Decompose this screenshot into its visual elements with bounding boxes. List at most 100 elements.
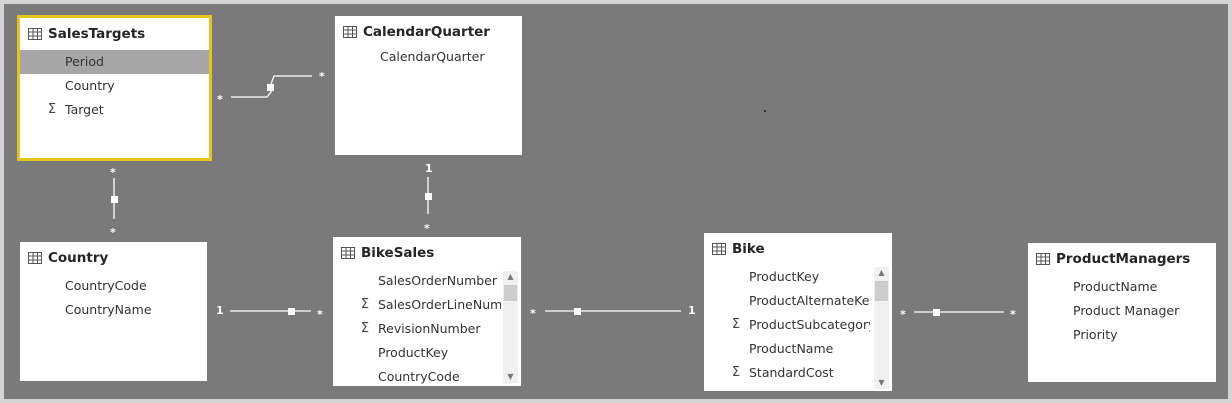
- relationship-layer: * * * * 1 * 1 * * 1: [110, 70, 1016, 321]
- table-card-bikesales[interactable]: BikeSales SalesOrderNumber Σ SalesOrderL…: [333, 237, 521, 386]
- cardinality-label: 1: [425, 162, 433, 175]
- table-header[interactable]: SalesTargets: [20, 18, 209, 50]
- field-productkey[interactable]: ProductKey: [333, 341, 501, 365]
- field-label: ProductKey: [749, 269, 820, 284]
- filter-direction-icon: [933, 309, 940, 316]
- model-canvas[interactable]: SalesTargets Period Country Σ Target: [4, 4, 1228, 399]
- table-title: SalesTargets: [48, 26, 146, 42]
- table-title: CalendarQuarter: [363, 24, 490, 40]
- field-productmanager[interactable]: Product Manager: [1028, 299, 1216, 323]
- table-title: Bike: [732, 241, 765, 257]
- table-grid-icon: [341, 247, 355, 259]
- field-countryname[interactable]: CountryName: [20, 298, 207, 322]
- scroll-thumb[interactable]: [504, 285, 517, 301]
- field-label: CountryCode: [378, 369, 460, 384]
- table-header[interactable]: ProductManagers: [1028, 243, 1216, 275]
- filter-direction-icon: [425, 193, 432, 200]
- cardinality-label: *: [1010, 308, 1016, 321]
- sigma-icon: Σ: [360, 297, 370, 312]
- sigma-icon: Σ: [360, 321, 370, 336]
- filter-direction-icon: [267, 84, 274, 91]
- vertical-scrollbar[interactable]: ▲ ▼: [503, 271, 518, 383]
- field-salesorderlinenumber[interactable]: Σ SalesOrderLineNumb: [333, 293, 501, 317]
- field-revisionnumber[interactable]: Σ RevisionNumber: [333, 317, 501, 341]
- cardinality-label: *: [424, 222, 430, 235]
- cardinality-label: 1: [216, 304, 224, 317]
- relationship-bike-productmanagers[interactable]: * *: [900, 308, 1016, 321]
- field-label: CountryName: [65, 302, 152, 317]
- field-label: Country: [65, 78, 115, 93]
- field-label: Priority: [1073, 327, 1118, 342]
- relationship-calendarquarter-bikesales[interactable]: 1 *: [424, 162, 433, 235]
- field-countrycode[interactable]: CountryCode: [333, 365, 501, 386]
- cardinality-label: *: [319, 70, 325, 83]
- field-label: CalendarQuarter: [380, 49, 485, 64]
- vertical-scrollbar[interactable]: ▲ ▼: [874, 267, 889, 389]
- table-card-country[interactable]: Country CountryCode CountryName: [20, 242, 207, 381]
- field-label: Period: [65, 54, 104, 69]
- field-productsubcategory[interactable]: Σ ProductSubcategory: [704, 313, 870, 337]
- relationship-salestargets-calendarquarter[interactable]: * *: [217, 70, 325, 106]
- field-standardcost[interactable]: Σ StandardCost: [704, 361, 870, 385]
- table-title: Country: [48, 250, 109, 266]
- table-card-productmanagers[interactable]: ProductManagers ProductName Product Mana…: [1028, 243, 1216, 382]
- chevron-down-icon[interactable]: ▼: [507, 372, 514, 381]
- field-label: ProductName: [749, 341, 834, 356]
- field-label: RevisionNumber: [378, 321, 481, 336]
- field-label: StandardCost: [749, 365, 834, 380]
- filter-direction-icon: [111, 196, 118, 203]
- chevron-up-icon[interactable]: ▲: [507, 272, 514, 281]
- field-productkey[interactable]: ProductKey: [704, 265, 870, 289]
- chevron-up-icon[interactable]: ▲: [878, 268, 885, 277]
- field-label: Target: [65, 102, 104, 117]
- table-grid-icon: [28, 252, 42, 264]
- sigma-icon: Σ: [47, 102, 57, 117]
- cardinality-label: *: [110, 166, 116, 179]
- table-grid-icon: [28, 28, 42, 40]
- table-grid-icon: [712, 243, 726, 255]
- field-countrycode[interactable]: CountryCode: [20, 274, 207, 298]
- relationship-salestargets-country[interactable]: * *: [110, 166, 118, 239]
- table-title: BikeSales: [361, 245, 435, 261]
- table-grid-icon: [1036, 253, 1050, 265]
- filter-direction-icon: [574, 308, 581, 315]
- field-label: ProductKey: [378, 345, 449, 360]
- table-card-salestargets[interactable]: SalesTargets Period Country Σ Target: [17, 15, 212, 161]
- cardinality-label: *: [530, 307, 536, 320]
- table-header[interactable]: Country: [20, 242, 207, 274]
- relationship-country-bikesales[interactable]: 1 *: [216, 304, 323, 321]
- cardinality-label: 1: [688, 304, 696, 317]
- table-header[interactable]: Bike: [704, 233, 892, 265]
- cardinality-label: *: [900, 308, 906, 321]
- table-card-bike[interactable]: Bike ProductKey ProductAlternateKey Σ Pr…: [704, 233, 892, 391]
- field-priority[interactable]: Priority: [1028, 323, 1216, 347]
- field-productname[interactable]: ProductName: [1028, 275, 1216, 299]
- relationship-bikesales-bike[interactable]: * 1: [530, 304, 696, 320]
- table-card-calendarquarter[interactable]: CalendarQuarter CalendarQuarter: [335, 16, 522, 155]
- filter-direction-icon: [288, 308, 295, 315]
- field-productalternatekey[interactable]: ProductAlternateKey: [704, 289, 870, 313]
- field-salesordernumber[interactable]: SalesOrderNumber: [333, 269, 501, 293]
- field-label: Product Manager: [1073, 303, 1180, 318]
- chevron-down-icon[interactable]: ▼: [878, 378, 885, 387]
- canvas-dot: [764, 110, 766, 112]
- table-header[interactable]: BikeSales: [333, 237, 521, 269]
- field-label: SalesOrderLineNumb: [378, 297, 501, 312]
- field-calendarquarter[interactable]: CalendarQuarter: [335, 45, 522, 69]
- cardinality-label: *: [110, 226, 116, 239]
- field-label: ProductName: [1073, 279, 1158, 294]
- field-productname[interactable]: ProductName: [704, 337, 870, 361]
- table-header[interactable]: CalendarQuarter: [335, 16, 522, 48]
- field-country[interactable]: Country: [20, 74, 209, 98]
- sigma-icon: Σ: [731, 365, 741, 380]
- field-label: SalesOrderNumber: [378, 273, 498, 288]
- table-grid-icon: [343, 26, 357, 38]
- field-period[interactable]: Period: [20, 50, 209, 74]
- field-target[interactable]: Σ Target: [20, 98, 209, 122]
- field-label: ProductAlternateKey: [749, 293, 870, 308]
- cardinality-label: *: [217, 93, 223, 106]
- cardinality-label: *: [317, 308, 323, 321]
- field-label: CountryCode: [65, 278, 147, 293]
- scroll-thumb[interactable]: [875, 281, 888, 301]
- field-label: ProductSubcategory: [749, 317, 870, 332]
